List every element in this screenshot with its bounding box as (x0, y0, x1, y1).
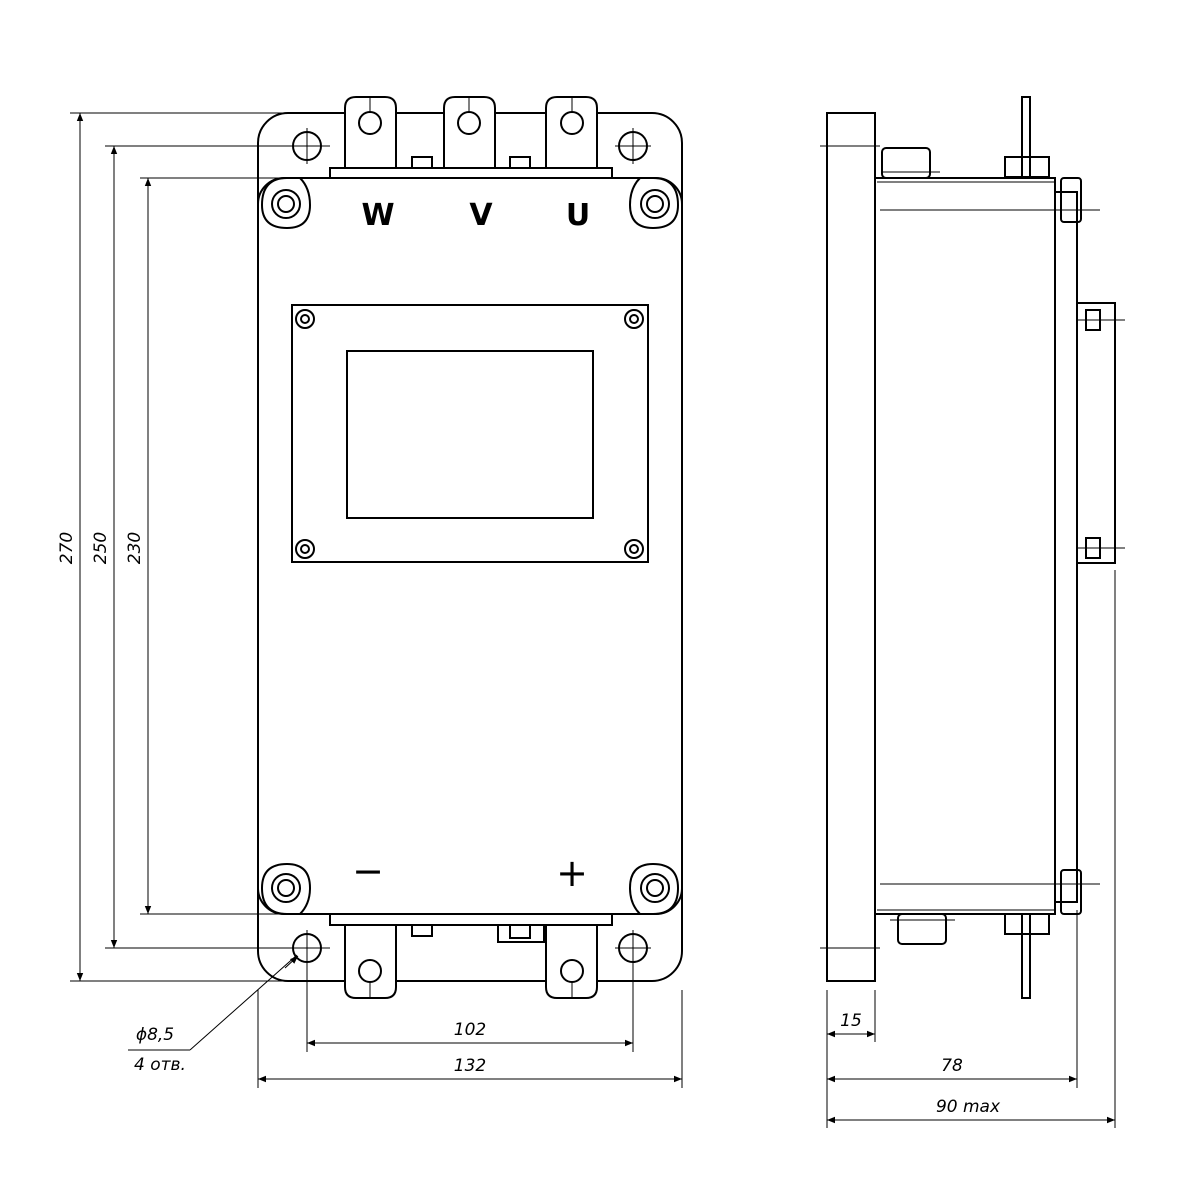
side-dimensions: 15 78 90 max (826, 570, 1116, 1128)
screw-icon (624, 309, 644, 329)
side-connector-bottom (897, 913, 947, 945)
side-backplate (1054, 191, 1078, 903)
dimension-overall-height: 270 (57, 532, 77, 564)
hole-count-label: 4 отв. (134, 1055, 186, 1075)
dimension-inner-height: 230 (125, 532, 145, 564)
screw-icon (295, 309, 315, 329)
terminal-label-u: U (566, 198, 590, 233)
horizontal-dimensions: 102 132 (257, 960, 683, 1088)
screw-icon (271, 189, 301, 219)
main-body (257, 177, 683, 915)
side-flange (826, 112, 876, 982)
dimension-flange-thickness: 15 (840, 1011, 862, 1031)
side-stud-bottom (1021, 913, 1031, 999)
front-view: W V U − + 270 250 230 (57, 96, 683, 1088)
hole-callout: ϕ8,5 4 отв. (128, 954, 299, 1075)
dimension-body-depth: 78 (941, 1056, 963, 1076)
vertical-dimensions: 270 250 230 (57, 112, 330, 982)
terminal-lug-u (545, 96, 598, 169)
side-connector-top (881, 147, 931, 179)
display-frame (291, 304, 649, 563)
display-screws (295, 309, 644, 559)
hole-diameter-label: ϕ8,5 (136, 1025, 174, 1045)
terminal-lug-v (443, 96, 496, 169)
screw-icon (624, 539, 644, 559)
side-view: 15 78 90 max (820, 96, 1125, 1128)
polarity-label-minus: − (352, 849, 384, 893)
dimension-mount-height: 250 (91, 532, 111, 564)
screw-icon (640, 189, 670, 219)
dimension-overall-width: 132 (454, 1056, 486, 1076)
top-terminals (329, 96, 613, 181)
screw-icon (295, 539, 315, 559)
bottom-terminals (329, 912, 613, 999)
body-screws (260, 177, 680, 915)
terminal-label-v: V (469, 198, 493, 233)
terminal-lug-w (344, 96, 397, 169)
screw-icon (640, 873, 670, 903)
side-stud-top (1021, 96, 1031, 178)
polarity-label-plus: + (556, 851, 588, 895)
side-body (874, 177, 1056, 915)
screw-icon (271, 873, 301, 903)
side-rail (1076, 302, 1116, 564)
dimension-mount-width: 102 (454, 1020, 486, 1040)
dimension-max-depth: 90 max (936, 1097, 1001, 1117)
terminal-label-w: W (361, 198, 394, 233)
display-screen (346, 350, 594, 519)
